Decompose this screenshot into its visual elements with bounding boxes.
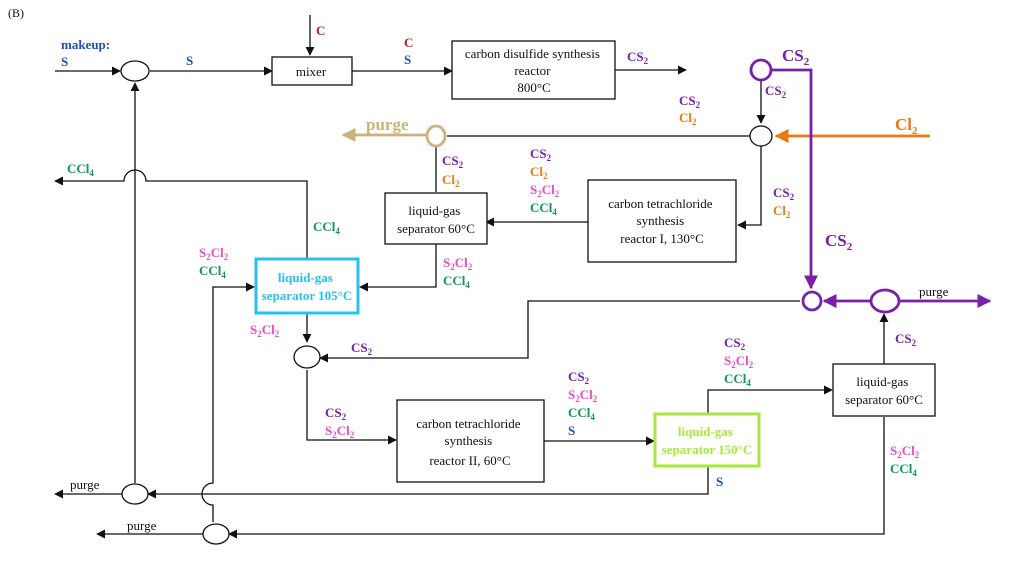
svg-text:carbon disulfide synthesis: carbon disulfide synthesis reactor 800°C <box>465 46 603 95</box>
unit-sep60-top: liquid-gas separator 60°C <box>384 192 488 245</box>
reactor2-line2: synthesis <box>445 433 493 448</box>
colored-streams <box>341 68 992 308</box>
svg-text:liquid-gas separator 60°: liquid-gas separator 60°C <box>397 203 475 236</box>
label-r2in-cs2: CS2 <box>325 405 347 422</box>
label-sep60r-cs2: CS2 <box>895 331 917 348</box>
label-sep60r-ccl4: CCl4 <box>890 461 917 478</box>
label-sep60r-s2cl2: S2Cl2 <box>890 443 920 460</box>
sep105-line1: liquid-gas <box>278 270 333 285</box>
label-r1in-cl2: Cl2 <box>773 203 791 220</box>
reactor2-line1: carbon tetrachloride <box>416 416 521 431</box>
label-r1out-ccl4: CCl4 <box>530 200 557 217</box>
unit-sep105: liquid-gas separator 105°C <box>254 257 360 315</box>
label-purge-right: purge <box>919 284 949 299</box>
label-sep105in-s2cl2: S2Cl2 <box>199 245 229 262</box>
splitter-purge <box>425 124 447 148</box>
label-s-to-mixer: S <box>186 53 193 68</box>
label-sep105out-s2cl2: S2Cl2 <box>250 322 280 339</box>
label-sep150out-ccl4: CCl4 <box>724 371 751 388</box>
mixer-cs2-right <box>801 290 823 312</box>
svg-text:carbon tetrachloride syn: carbon tetrachloride synthesis reactor I… <box>416 416 524 468</box>
label-recycle-cs2: CS2 <box>679 93 701 110</box>
label-cs2-recycle: CS2 <box>351 340 373 357</box>
junction-top-left <box>120 60 150 82</box>
unit-ccl4-reactor-2: carbon tetrachloride synthesis reactor I… <box>396 399 545 483</box>
label-sep150-s: S <box>716 474 723 489</box>
label-sep60out-ccl4: CCl4 <box>443 273 470 290</box>
label-makeup: makeup: <box>61 37 110 52</box>
label-recycle-cl2: Cl2 <box>679 110 697 127</box>
splitter-right <box>869 288 901 314</box>
reactor2-line3: reactor II, 60°C <box>429 453 510 468</box>
sep105-line2: separator 105°C <box>262 288 353 303</box>
label-r1in-cs2: CS2 <box>773 185 795 202</box>
svg-text:liquid-gas separator 60°: liquid-gas separator 60°C <box>845 374 923 407</box>
label-cs2-down: CS2 <box>765 83 787 100</box>
label-sep105in-ccl4: CCl4 <box>199 263 226 280</box>
svg-text:liquid-gas separator 105: liquid-gas separator 105°C <box>262 270 353 303</box>
label-r1out-s2cl2: S2Cl2 <box>530 182 560 199</box>
unit-ccl4-reactor-1: carbon tetrachloride synthesis reactor I… <box>587 179 737 263</box>
mixer-label: mixer <box>296 64 327 79</box>
junction-lower-left <box>121 483 149 505</box>
label-r2in-s2cl2: S2Cl2 <box>325 423 355 440</box>
label-r2out-ccl4: CCl4 <box>568 405 595 422</box>
label-sep150out-cs2: CS2 <box>724 335 746 352</box>
label-r2out-s: S <box>568 423 575 438</box>
cs2-reactor-line1: carbon disulfide synthesis <box>465 46 600 61</box>
junction-cl2 <box>749 125 773 147</box>
label-cl2-feed: Cl2 <box>895 115 918 137</box>
label-purge-bottom: purge <box>127 518 157 533</box>
reactor1-line2: synthesis <box>637 213 685 228</box>
label-ccl4-up: CCl4 <box>313 219 340 236</box>
sep60-right-line2: separator 60°C <box>845 392 923 407</box>
label-cs2-bypass-mid: CS2 <box>825 231 853 253</box>
sep60-top-line1: liquid-gas <box>408 203 460 218</box>
junction-bottom <box>202 523 230 545</box>
label-ccl4-product: CCl4 <box>67 161 94 178</box>
splitter-cs2-top <box>749 58 773 82</box>
unit-sep60-right: liquid-gas separator 60°C <box>832 363 936 417</box>
cs2-reactor-line2: reactor <box>514 63 551 78</box>
label-makeup-s: S <box>61 54 68 69</box>
process-lines <box>54 15 889 539</box>
label-c-feed: C <box>316 23 325 38</box>
label-r1out-cl2: Cl2 <box>530 164 548 181</box>
panel-label: (B) <box>8 6 24 20</box>
label-r2out-cs2: CS2 <box>568 369 590 386</box>
svg-text:carbon tetrachloride syn: carbon tetrachloride synthesis reactor I… <box>608 196 716 246</box>
junction-mid <box>293 345 321 369</box>
reactor1-line1: carbon tetrachloride <box>608 196 713 211</box>
label-c-to-reactor: C <box>404 35 413 50</box>
svg-text:liquid-gas separator 150: liquid-gas separator 150°C <box>662 424 753 457</box>
unit-sep150: liquid-gas separator 150°C <box>653 412 761 468</box>
label-sep60-cs2: CS2 <box>442 153 464 170</box>
sep150-line2: separator 150°C <box>662 442 753 457</box>
unit-mixer: mixer <box>271 56 353 86</box>
label-purge-tan: purge <box>366 115 409 134</box>
stream-labels: makeup: S S C C S CS2 CS2 CS2 CS2 Cl2 Cl… <box>61 23 949 533</box>
reactor1-line3: reactor I, 130°C <box>620 231 704 246</box>
label-r2out-s2cl2: S2Cl2 <box>568 387 598 404</box>
label-s-to-reactor: S <box>404 52 411 67</box>
cs2-reactor-line3: 800°C <box>517 80 550 95</box>
sep60-top-line2: separator 60°C <box>397 221 475 236</box>
label-cs2-bypass-top: CS2 <box>782 46 810 68</box>
label-sep60out-s2cl2: S2Cl2 <box>443 255 473 272</box>
junctions <box>120 58 901 545</box>
label-sep150out-s2cl2: S2Cl2 <box>724 353 754 370</box>
unit-cs2-reactor: carbon disulfide synthesis reactor 800°C <box>451 40 616 100</box>
svg-text:mixer: mixer <box>296 64 327 79</box>
label-sep60-cl2: Cl2 <box>442 172 460 189</box>
label-cs2-outlet: CS2 <box>627 49 649 66</box>
sep150-line1: liquid-gas <box>678 424 733 439</box>
sep60-right-line1: liquid-gas <box>856 374 908 389</box>
label-purge-lower-left: purge <box>70 477 100 492</box>
label-r1out-cs2: CS2 <box>530 146 552 163</box>
